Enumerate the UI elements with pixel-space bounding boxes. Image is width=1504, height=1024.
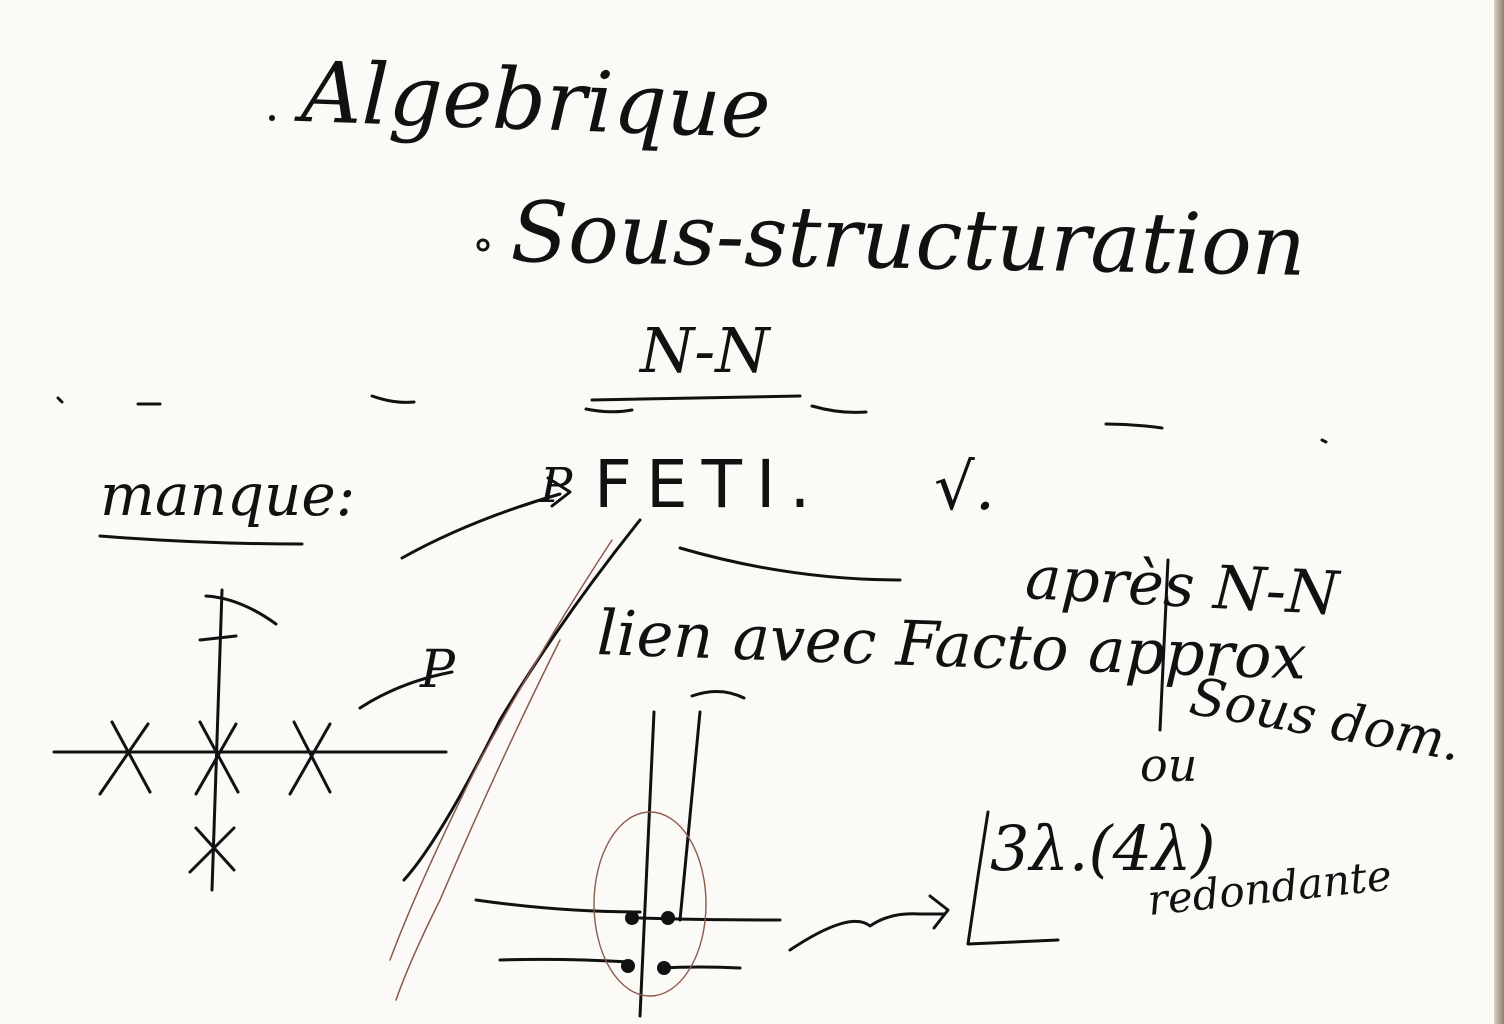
lambda-bracket bbox=[966, 810, 1060, 946]
paper-edge bbox=[1494, 0, 1504, 1024]
wavy-arrow bbox=[788, 912, 946, 952]
marker-p-feti: P bbox=[540, 458, 573, 514]
vertical-separator bbox=[1158, 558, 1170, 732]
feti-curve-pencil-2 bbox=[395, 639, 561, 1001]
check-mark: √. bbox=[934, 451, 996, 525]
feti-curve-pencil bbox=[389, 539, 613, 961]
n-n-underline bbox=[590, 394, 802, 402]
dashed-separator bbox=[56, 394, 1328, 444]
label-n-n: N-N bbox=[640, 314, 770, 387]
label-feti: FETI. bbox=[594, 446, 825, 523]
title-algebrique: Algebrique bbox=[299, 43, 773, 158]
wavy-arrow-head bbox=[928, 894, 950, 930]
heading-sous-structuration: Sous-structuration bbox=[509, 183, 1307, 295]
feti-curve-lower bbox=[402, 518, 642, 882]
lambda-node-sketch bbox=[474, 690, 782, 1018]
feti-underline bbox=[678, 546, 902, 582]
manque-underline bbox=[98, 534, 304, 546]
pencil-circle bbox=[593, 811, 707, 997]
label-manque: manque: bbox=[100, 461, 356, 529]
note-ou: ou bbox=[1140, 738, 1198, 792]
arrow-to-p bbox=[358, 670, 454, 710]
marker-p-grid: P bbox=[420, 640, 455, 700]
arrow-to-feti bbox=[400, 492, 562, 560]
bullet-circle bbox=[476, 238, 490, 252]
bullet-dot bbox=[269, 115, 275, 121]
note-lambda-count: 3λ.(4λ) bbox=[990, 812, 1216, 885]
arrow-to-feti-head bbox=[546, 476, 572, 508]
cross-grid-sketch bbox=[52, 588, 448, 892]
node-dots bbox=[621, 911, 675, 975]
note-apres-n-n: après N-N bbox=[1023, 543, 1341, 630]
